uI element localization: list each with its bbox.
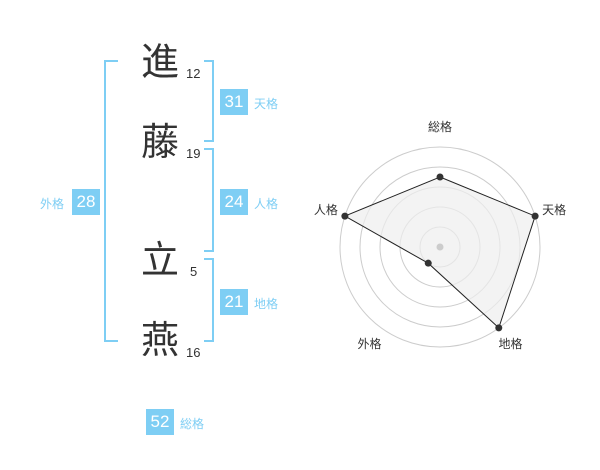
radar-points bbox=[341, 173, 539, 332]
jinkaku-bracket bbox=[204, 148, 214, 252]
stroke-count-3: 5 bbox=[190, 264, 198, 279]
radar-ring-5 bbox=[339, 146, 541, 348]
gaikaku-bracket bbox=[104, 60, 118, 342]
stroke-count-2: 19 bbox=[186, 146, 201, 161]
jinkaku-label: 人格 bbox=[254, 197, 279, 211]
radar-axis-label-3: 地格 bbox=[498, 336, 522, 351]
jinkaku-value: 24 bbox=[220, 189, 248, 215]
chikaku-bracket bbox=[204, 258, 214, 342]
name-char-1: 進 bbox=[140, 40, 179, 84]
radar-axis-label-5: 人格 bbox=[314, 202, 338, 217]
radar-point-5 bbox=[341, 212, 349, 220]
stroke-count-1: 12 bbox=[186, 66, 201, 81]
radar-center bbox=[436, 243, 444, 251]
gaikaku-label: 外格 bbox=[40, 197, 65, 211]
tenkaku-value: 31 bbox=[220, 89, 248, 115]
radar-point-3 bbox=[495, 324, 503, 332]
radar-point-1 bbox=[436, 173, 444, 181]
tenkaku-bracket bbox=[204, 60, 214, 142]
soukaku-label: 総格 bbox=[180, 417, 205, 431]
chikaku-label: 地格 bbox=[254, 297, 279, 311]
radar-point-2 bbox=[531, 212, 539, 220]
radar-point-4 bbox=[424, 259, 432, 267]
tenkaku-label: 天格 bbox=[254, 97, 279, 111]
name-char-3: 立 bbox=[140, 238, 179, 282]
radar-axis-label-2: 天格 bbox=[542, 202, 566, 217]
gaikaku-value: 28 bbox=[72, 189, 100, 215]
soukaku-value: 52 bbox=[146, 409, 174, 435]
radar-axis-label-1: 総格 bbox=[428, 119, 452, 134]
stroke-count-4: 16 bbox=[186, 345, 201, 360]
radar-polygon bbox=[343, 176, 536, 329]
name-char-2: 藤 bbox=[140, 120, 179, 164]
name-char-4: 燕 bbox=[140, 318, 179, 362]
chikaku-value: 21 bbox=[220, 289, 248, 315]
radar-axis-label-4: 外格 bbox=[357, 336, 381, 351]
